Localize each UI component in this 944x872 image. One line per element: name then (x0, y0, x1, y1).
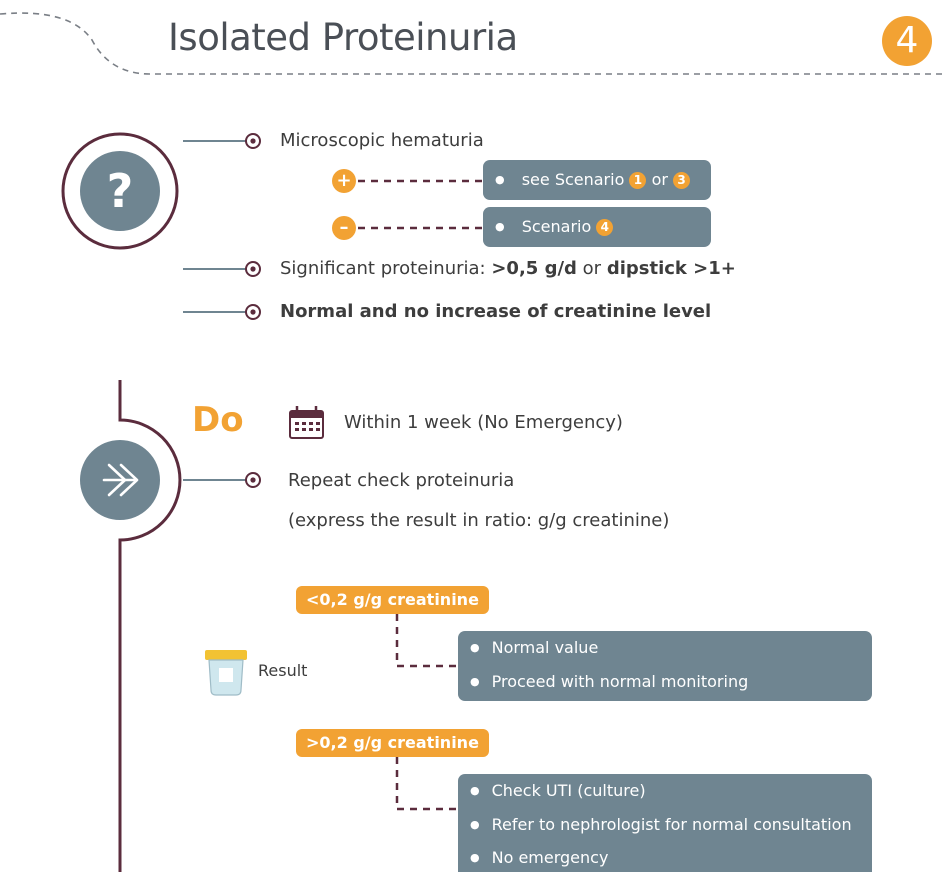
scenario-positive-text: see Scenario (521, 170, 625, 189)
outcome-bullet: Check UTI (culture) (470, 781, 646, 800)
do-frame (118, 380, 182, 872)
proteinuria-connector: or (582, 258, 602, 279)
question-glyph: ? (106, 164, 134, 218)
timing-text: Within 1 week (No Emergency) (344, 412, 623, 433)
scenario-badge-4: 4 (596, 219, 614, 236)
criterion-hematuria: Microscopic hematuria (280, 130, 484, 151)
calendar-icon (289, 406, 324, 439)
scenario-joiner: or (651, 170, 668, 189)
minus-sign-label: – (339, 217, 349, 238)
outcome-elevated-box: Check UTI (culture) Refer to nephrologis… (458, 774, 872, 872)
result-label: Result (258, 661, 308, 680)
question-icon (80, 151, 160, 231)
scenario-badge-1: 1 (629, 172, 647, 189)
action-text: Repeat check proteinuria (288, 470, 515, 491)
scenario-negative-box: Scenario 4 (483, 207, 711, 247)
step-number-badge: 4 (882, 16, 932, 66)
plus-sign-label: + (336, 170, 352, 191)
do-label: Do (192, 400, 244, 440)
scenario-positive-box: see Scenario 1 or 3 (483, 160, 711, 200)
question-ring (61, 132, 179, 250)
outcome-bullet: Proceed with normal monitoring (470, 672, 749, 691)
plus-sign (332, 169, 356, 193)
threshold-high-tag: >0,2 g/g creatinine (296, 729, 489, 757)
criterion-proteinuria-prefix: Significant proteinuria: (280, 258, 486, 279)
minus-sign (332, 216, 356, 240)
outcome-bullet: No emergency (470, 848, 609, 867)
scenario-badge-3: 3 (673, 172, 691, 189)
action-note: (express the result in ratio: g/g creati… (288, 510, 670, 531)
criterion-creatinine: Normal and no increase of creatinine lev… (280, 301, 712, 322)
threshold-low-tag: <0,2 g/g creatinine (296, 586, 489, 614)
outcome-normal-box: Normal value Proceed with normal monitor… (458, 631, 872, 701)
outcome-bullet: Refer to nephrologist for normal consult… (470, 815, 852, 834)
dipstick-threshold: dipstick >1+ (606, 258, 736, 279)
page-title: Isolated Proteinuria (168, 16, 518, 59)
specimen-cup-icon (205, 650, 247, 696)
criterion-proteinuria: Significant proteinuria: >0,5 g/d or dip… (280, 258, 736, 279)
outcome-bullet: Normal value (470, 638, 599, 657)
header-divider (0, 12, 944, 75)
proteinuria-threshold: >0,5 g/d (491, 258, 577, 279)
scenario-negative-text: Scenario (521, 217, 592, 236)
